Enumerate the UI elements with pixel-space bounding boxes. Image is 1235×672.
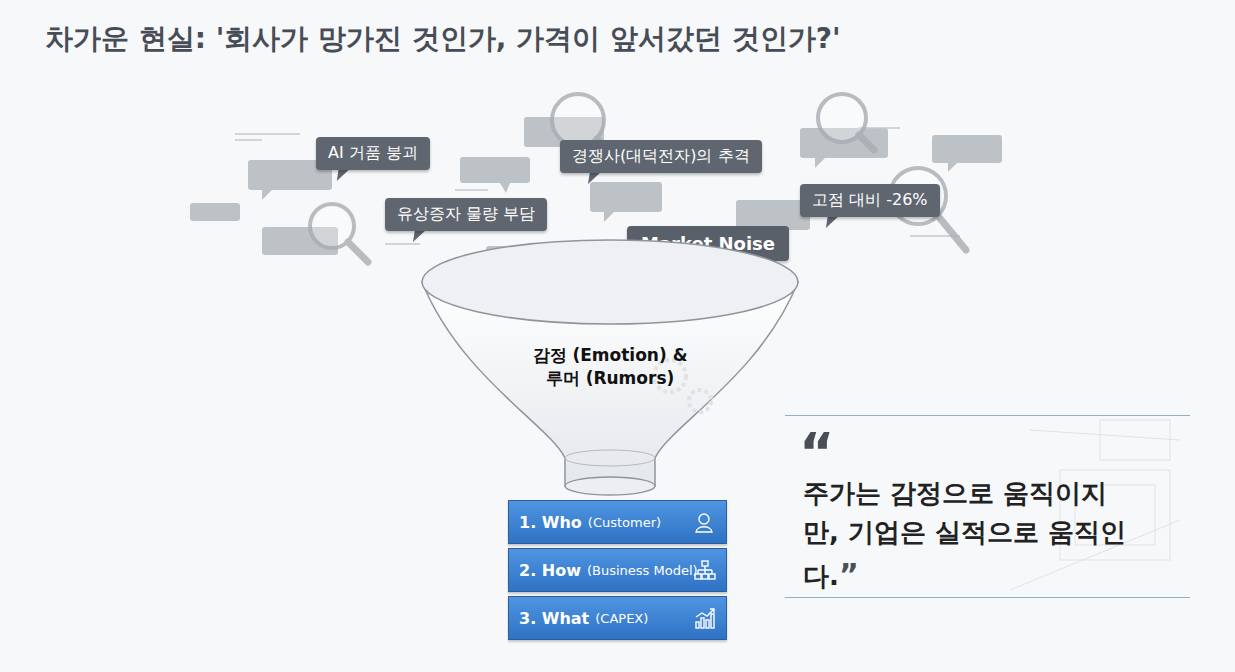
quote-mark: “ [799, 426, 835, 480]
block-subtitle: (Business Model) [587, 563, 698, 578]
block-subtitle: (CAPEX) [595, 611, 648, 626]
bubble-label: 고점 대비 -26% [812, 190, 928, 209]
quote-box: “주가는 감정으로 움직이지만, 기업은 실적으로 움직인다.” [785, 415, 1190, 598]
stack-block: 2. How (Business Model) [508, 548, 727, 592]
speech-bubble: 유상증자 물량 부담 [385, 198, 547, 231]
block-icon [694, 608, 716, 630]
funnel-outline [420, 236, 800, 498]
stack-block: 1. Who (Customer) [508, 500, 727, 544]
bubble-label: 경쟁사(대덕전자)의 추격 [572, 146, 750, 165]
quote-mark: ” [839, 557, 859, 592]
speech-bubble: 경쟁사(대덕전자)의 추격 [560, 140, 762, 173]
funnel-label: 감정 (Emotion) & 루머 (Rumors) [530, 344, 690, 390]
page-title: 차가운 현실: '회사가 망가진 것인가, 가격이 앞서갔던 것인가?' [45, 20, 840, 58]
bubble-label: AI 거품 붕괴 [328, 143, 418, 162]
block-subtitle: (Customer) [588, 515, 661, 530]
speech-bubble: 고점 대비 -26% [800, 184, 940, 217]
block-heading: 1. Who [519, 513, 582, 532]
stack-block: 3. What (CAPEX) [508, 596, 727, 640]
funnel-shape: 감정 (Emotion) & 루머 (Rumors) [420, 236, 800, 498]
bubble-label: 유상증자 물량 부담 [397, 204, 535, 223]
block-heading: 2. How [519, 561, 581, 580]
magnifier-icons [310, 94, 966, 262]
block-icon [694, 512, 716, 534]
speech-bubble: AI 거품 붕괴 [316, 137, 430, 170]
block-heading: 3. What [519, 609, 589, 628]
